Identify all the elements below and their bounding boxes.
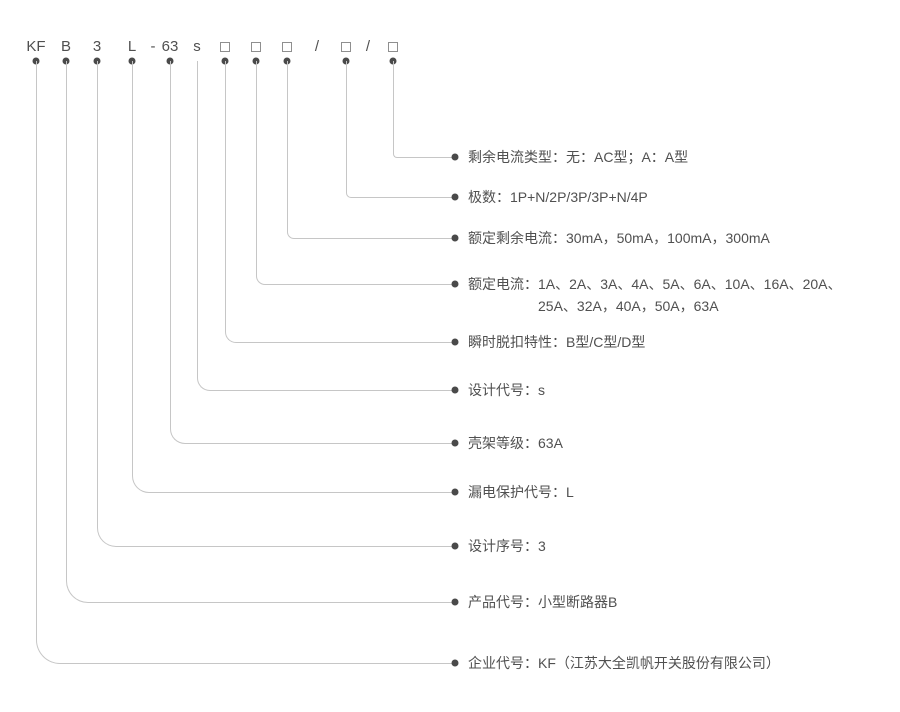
row-bullet (451, 153, 459, 161)
connector-line (256, 61, 452, 285)
code-segment-63: 63 (161, 38, 179, 55)
connector-line (132, 61, 452, 493)
row-bullet (451, 439, 459, 447)
row-bullet (451, 193, 459, 201)
code-segment-s: s (193, 38, 201, 55)
row-bullet (451, 659, 459, 667)
connector-line (197, 61, 452, 391)
code-segment-b: B (60, 38, 72, 55)
row-bullet (451, 488, 459, 496)
connector-line (287, 61, 452, 239)
connector-line (393, 61, 452, 158)
explanation-row: 极数：1P+N/2P/3P/3P+N/4P (468, 186, 648, 208)
row-text-line: 壳架等级：63A (468, 435, 563, 451)
explanation-row: 设计代号：s (468, 379, 545, 401)
code-segment-3: 3 (92, 38, 102, 55)
code-segment-l: L (127, 38, 137, 55)
explanation-row: 产品代号：小型断路器B (468, 591, 617, 613)
code-segment-kf: KF (26, 38, 46, 55)
row-bullet (451, 338, 459, 346)
code-separator: - (150, 38, 156, 55)
explanation-row: 瞬时脱扣特性：B型/C型/D型 (468, 331, 645, 353)
connector-line (36, 61, 452, 664)
explanation-row: 额定剩余电流：30mA，50mA，100mA，300mA (468, 227, 770, 249)
row-bullet (451, 598, 459, 606)
row-text-line: 极数：1P+N/2P/3P/3P+N/4P (468, 189, 648, 205)
explanation-row: 剩余电流类型：无：AC型；A：A型 (468, 146, 688, 168)
row-text-line: 设计代号：s (468, 382, 545, 398)
code-separator: / (365, 38, 371, 55)
row-bullet (451, 386, 459, 394)
placeholder-square-icon (220, 42, 230, 52)
row-bullet (451, 234, 459, 242)
placeholder-square-icon (251, 42, 261, 52)
row-text-line: 设计序号：3 (468, 538, 546, 554)
explanation-row: 漏电保护代号：L (468, 481, 574, 503)
row-text-line: 瞬时脱扣特性：B型/C型/D型 (468, 334, 646, 350)
placeholder-square-icon (341, 42, 351, 52)
row-text-line: 企业代号：KF（江苏大全凯帆开关股份有限公司） (468, 655, 780, 671)
placeholder-square-icon (282, 42, 292, 52)
row-bullet (451, 542, 459, 550)
explanation-row: 设计序号：3 (468, 535, 546, 557)
row-text-line: 额定电流：1A、2A、3A、4A、5A、6A、10A、16A、20A、 (468, 276, 842, 292)
code-separator: / (314, 38, 320, 55)
placeholder-square-icon (388, 42, 398, 52)
connector-line (170, 61, 452, 444)
connector-line (346, 61, 452, 198)
explanation-row: 壳架等级：63A (468, 432, 563, 454)
row-text-line: 产品代号：小型断路器B (468, 594, 618, 610)
connector-line (225, 61, 452, 343)
row-bullet (451, 280, 459, 288)
row-text-line: 额定剩余电流：30mA，50mA，100mA，300mA (468, 230, 770, 246)
explanation-row: 企业代号：KF（江苏大全凯帆开关股份有限公司） (468, 652, 780, 674)
row-text-line: 25A、32A，40A，50A，63A (538, 298, 719, 314)
connector-line (97, 61, 452, 547)
row-text-line: 剩余电流类型：无：AC型；A：A型 (468, 149, 689, 165)
row-text-line: 漏电保护代号：L (468, 484, 574, 500)
explanation-row: 额定电流：1A、2A、3A、4A、5A、6A、10A、16A、20A、 25A、3… (468, 273, 841, 317)
connector-line (66, 61, 452, 603)
